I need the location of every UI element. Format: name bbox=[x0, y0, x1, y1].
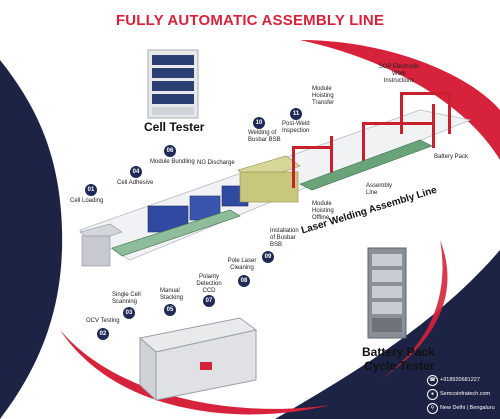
step-10-label: Welding of Busbar BSB bbox=[248, 130, 281, 143]
battery-pack-label: Battery Pack bbox=[434, 154, 469, 160]
step-07-badge: 07 bbox=[203, 295, 215, 307]
step-08-label: Pole Laser Cleaning bbox=[227, 258, 257, 271]
bottom-right-dark-wedge bbox=[275, 250, 500, 419]
battery-cycle-tester-label-line1: Battery Pack bbox=[362, 345, 435, 359]
step-10-badge: 10 bbox=[253, 117, 265, 129]
location-icon: ⚲ bbox=[427, 403, 438, 414]
step-02-badge: 02 bbox=[97, 328, 109, 340]
step-06-label: Module Bundling bbox=[150, 159, 195, 165]
contact-location: New Delhi | Bengaluru bbox=[440, 405, 495, 411]
contact-phone: +918920681227 bbox=[440, 377, 480, 383]
step-07-label: Polarity Detection CCD bbox=[196, 274, 222, 294]
right-red-arc bbox=[380, 240, 448, 380]
page-title: FULLY AUTOMATIC ASSEMBLY LINE bbox=[115, 12, 385, 29]
assembly-line-machinery bbox=[79, 92, 472, 267]
step-09-badge: 09 bbox=[262, 251, 274, 263]
contact-website: Semcoinfratech.com bbox=[440, 391, 491, 397]
container-unit bbox=[138, 317, 258, 402]
step-04-label: Cell Adhesive bbox=[117, 180, 154, 186]
phone-icon: ☎ bbox=[427, 375, 438, 386]
step-11-badge: 11 bbox=[290, 108, 302, 120]
top-right-red-swoosh bbox=[300, 40, 500, 160]
step-11-label: Post-Weld Inspection bbox=[282, 121, 310, 134]
left-dark-swoosh bbox=[0, 60, 63, 419]
step-02-label: OCV Testing bbox=[86, 318, 120, 324]
step-09-label: Installation of Busbar BSB bbox=[270, 228, 299, 248]
cell-tester-label: Cell Tester bbox=[144, 120, 205, 134]
step-01-badge: 01 bbox=[85, 184, 97, 196]
ng-discharge-label: NG Discharge bbox=[197, 160, 235, 166]
step-05-badge: 05 bbox=[164, 304, 176, 316]
step-04-badge: 04 bbox=[130, 166, 142, 178]
step-01-label: Cell Loading bbox=[70, 198, 104, 204]
module-hoisting-transfer-label: Module Hoisting Transfer bbox=[312, 86, 335, 106]
step-03-badge: 03 bbox=[123, 307, 135, 319]
step-03-label: Single Cell Scanning bbox=[112, 292, 141, 305]
cell-tester-cabinet bbox=[147, 49, 199, 119]
step-05-label: Manual Stacking bbox=[160, 288, 184, 301]
assembly-line-label: Assembly Line bbox=[366, 183, 393, 196]
step-08-badge: 08 bbox=[238, 275, 250, 287]
battery-cycle-tester-label-line2: Cycle Tester bbox=[364, 359, 435, 373]
sop-label: SOP Electronic Work Instructions bbox=[378, 64, 420, 84]
module-hoisting-offline-label: Module Hoisting Offline bbox=[312, 201, 334, 221]
globe-icon: ● bbox=[427, 389, 438, 400]
cycle-tester-cabinet bbox=[367, 247, 407, 339]
step-06-badge: 06 bbox=[164, 145, 176, 157]
